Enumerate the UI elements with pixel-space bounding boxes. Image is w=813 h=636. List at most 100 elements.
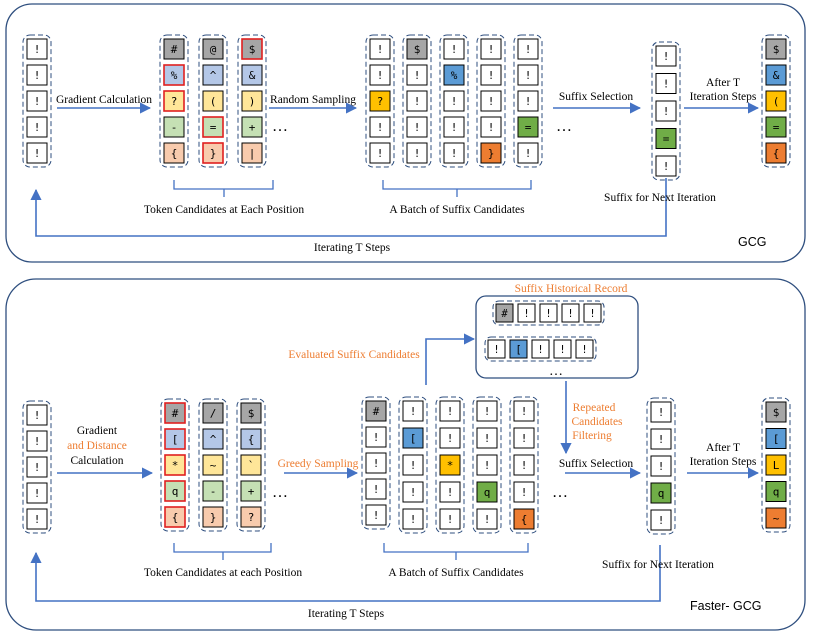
token-text: ! [34,95,41,108]
fgcg-ellipsis-2: … [552,484,568,501]
token-cell [517,90,539,112]
token-cell [369,142,391,164]
token-cell [655,100,677,122]
fgcg-evaluated-label: Evaluated Suffix Candidates [288,349,420,361]
token-text: / [210,407,217,420]
token-text: ! [658,433,665,446]
token-text: @ [210,43,217,56]
token-cell [202,142,224,164]
token-cell [509,339,528,359]
gcg-batch-bracket [382,180,532,197]
token-cell [163,38,185,60]
token-text: % [171,69,178,82]
token-cell [26,90,48,112]
token-text: | [249,147,256,160]
token-cell [561,303,580,323]
fgcg-distance-label: and Distance [67,440,127,452]
token-text: ! [410,486,417,499]
token-text: ! [488,43,495,56]
token-text: ! [451,147,458,160]
gcg-token-bracket [173,180,274,197]
token-text: = [663,133,670,146]
token-cell [575,339,594,359]
token-cell [26,508,48,530]
token-cell [202,402,224,424]
token-cell [765,507,787,529]
fgcg-initial-group [22,400,52,534]
token-text: ? [248,511,255,524]
token-cell [650,509,672,531]
fgcg-ellipsis-history: … [549,364,563,379]
fgcg-after-label-1: After T [706,442,740,454]
token-cell [583,303,602,323]
token-cell [241,116,263,138]
token-text: ! [410,513,417,526]
token-cell [240,454,262,476]
fgcg-iterate-loop [30,545,661,602]
token-cell [650,428,672,450]
fgcg-iterate-label: Iterating T Steps [308,608,385,620]
token-cell [241,64,263,86]
token-text: $ [248,407,255,420]
token-cell [164,506,186,528]
token-text: q [658,487,665,500]
token-cell [241,38,263,60]
token-cell [406,90,428,112]
token-text: ! [447,513,454,526]
token-cell [202,90,224,112]
fgcg-repeated-label-2: Candidates [571,416,623,428]
fgcg-token-bracket [173,543,272,560]
token-text: q [484,486,491,499]
token-text: ! [521,405,528,418]
token-text: { [248,433,255,446]
token-cell [202,506,224,528]
gcg-iterate-loop [30,178,667,237]
token-cell [765,116,787,138]
token-cell [765,401,787,423]
token-cell [439,427,461,449]
token-text: ~ [773,512,780,525]
token-text: [ [515,344,521,356]
fgcg-batch-col-2-group [435,396,465,534]
token-text: $ [773,406,780,419]
token-cell [517,64,539,86]
token-text: ! [523,308,529,320]
token-cell [443,90,465,112]
fgcg-batch-col-1-group [398,396,428,534]
token-text: & [249,69,256,82]
token-text: ! [521,486,528,499]
token-cell [531,339,550,359]
token-cell [26,430,48,452]
token-cell [476,508,498,530]
token-text: ! [410,405,417,418]
fgcg-token-col-0-group [160,398,190,532]
token-text: % [451,69,458,82]
fgcg-batch-col-3-group [472,396,502,534]
token-cell [369,116,391,138]
gcg-cells: !!!!!#%?-{@^(=}$&)+|!!?!!$!!!!!%!!!!!!!}… [22,34,791,181]
token-text: ! [34,461,41,474]
token-cell [402,427,424,449]
token-text: { [773,147,780,160]
token-text: ! [373,431,380,444]
token-cell [26,404,48,426]
token-cell [513,481,535,503]
token-cell [365,478,387,500]
token-cell [513,400,535,422]
token-cell [26,142,48,164]
token-text: ! [414,121,421,134]
token-cell [480,116,502,138]
token-cell [650,401,672,423]
gcg-token-label: Token Candidates at Each Position [144,204,304,216]
token-cell [439,400,461,422]
token-cell [765,90,787,112]
token-text: ! [34,121,41,134]
token-text: } [210,511,217,524]
fgcg-token-col-2-group [236,398,266,532]
token-cell [480,142,502,164]
token-cell [513,454,535,476]
token-cell [202,38,224,60]
gcg-panel: !!!!!#%?-{@^(=}$&)+|!!?!!$!!!!!%!!!!!!!}… [5,3,806,263]
token-cell [369,90,391,112]
token-text: ! [484,513,491,526]
